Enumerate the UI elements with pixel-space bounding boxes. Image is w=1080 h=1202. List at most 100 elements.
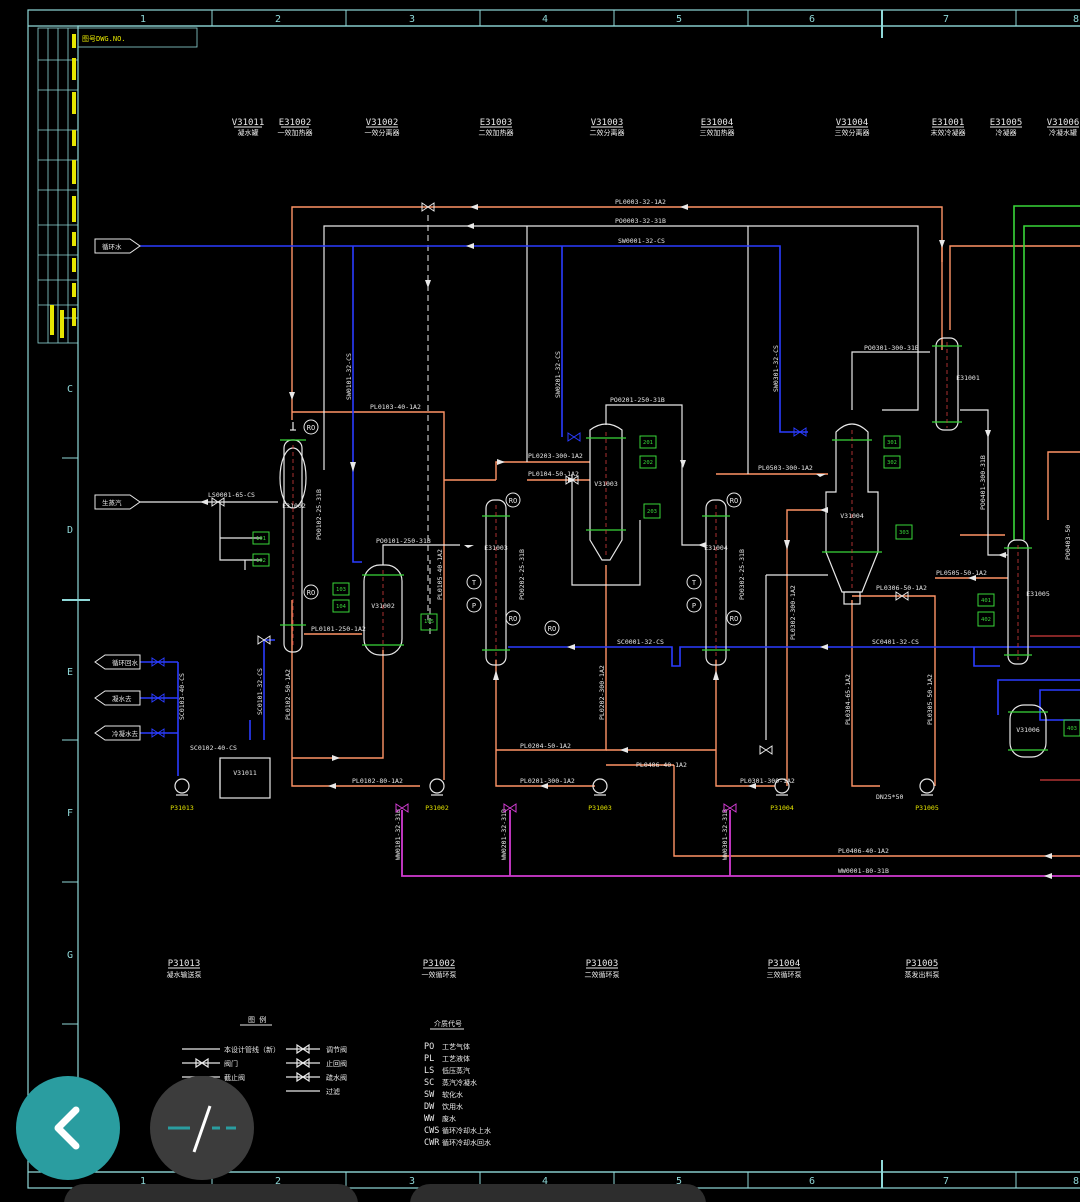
svg-text:三效循环泵: 三效循环泵: [767, 970, 802, 979]
line-label: PL0203-300-1A2: [528, 452, 583, 460]
legend-item: 调节阀: [326, 1045, 347, 1054]
svg-text:P: P: [692, 602, 696, 610]
pump-symbol: [919, 778, 935, 796]
col-label-top: 2: [275, 14, 281, 25]
instrument-circles: [303, 419, 742, 636]
off-page-labels: 循环水 生蒸汽 循环回水 凝水去 冷凝水去: [102, 242, 139, 738]
bottom-panel-left[interactable]: [64, 1184, 358, 1202]
instrument-boxes: [252, 435, 1080, 737]
medium-desc: 工艺气体: [442, 1042, 470, 1051]
line-label: SW0101-32-CS: [345, 353, 353, 400]
svg-text:RO: RO: [307, 424, 315, 432]
pump-symbol: [429, 778, 445, 796]
title-block-strip: [37, 27, 198, 344]
line-tool-button[interactable]: [150, 1076, 254, 1180]
line-label: PO0003-32-31B: [615, 217, 666, 225]
pipes-red: [1030, 635, 1080, 781]
svg-text:P31013: P31013: [168, 959, 201, 969]
line-label: PO0202-25-31B: [518, 549, 526, 600]
line-label: PL0104-50-1A2: [528, 470, 579, 478]
svg-text:E31003: E31003: [484, 544, 508, 552]
condenser-e31005: [1007, 539, 1029, 665]
line-label: PO0301-300-31B: [864, 344, 919, 352]
svg-text:循环回水: 循环回水: [112, 658, 139, 667]
svg-text:循环水: 循环水: [102, 242, 122, 251]
svg-text:V31002: V31002: [366, 118, 399, 128]
tank-v31011: [219, 757, 271, 799]
row-labels: C D E F G: [67, 384, 73, 961]
line-labels: PL0003-32-1A2 PO0003-32-31B SW0001-32-CS…: [190, 198, 987, 875]
svg-text:V31003: V31003: [594, 480, 618, 488]
svg-text:RO: RO: [509, 497, 517, 505]
line-label: PO0201-250-31B: [610, 396, 665, 404]
pumps: [174, 778, 935, 796]
chevron-left-icon: [54, 1106, 80, 1150]
line-label: DN25*50: [876, 793, 903, 801]
col-label-top: 3: [409, 14, 415, 25]
svg-text:T: T: [692, 579, 697, 587]
pipes-blue: [140, 245, 1080, 776]
svg-text:P31003: P31003: [588, 804, 612, 812]
svg-text:P31013: P31013: [170, 804, 194, 812]
svg-text:203: 203: [647, 509, 657, 515]
col-label-top: 5: [676, 14, 682, 25]
instrument-box-labels: 101 102 103 104 105 201 202 203 301 302 …: [256, 440, 1077, 732]
medium-desc: 循环冷却水回水: [442, 1138, 491, 1147]
col-label-bottom: 1: [140, 1176, 146, 1187]
frame-ticks: [62, 10, 1017, 1188]
row-label: G: [67, 950, 73, 961]
line-label: PO0401-300-31B: [979, 455, 987, 510]
svg-text:P31005: P31005: [906, 959, 939, 969]
line-label: WW0301-32-31B: [721, 809, 729, 860]
svg-text:E31002: E31002: [279, 118, 312, 128]
col-label-top: 7: [943, 14, 949, 25]
svg-text:E31001: E31001: [932, 118, 965, 128]
pipes-green: [1013, 205, 1080, 540]
svg-text:V31002: V31002: [371, 602, 395, 610]
bottom-panel-right[interactable]: [410, 1184, 706, 1202]
medium-code-title: 介质代号: [434, 1019, 462, 1028]
medium-desc: 蒸汽冷凝水: [442, 1078, 477, 1087]
medium-code: LS: [424, 1066, 434, 1076]
col-label-bottom: 3: [409, 1176, 415, 1187]
medium-code: CWS: [424, 1126, 439, 1136]
svg-text:二效加热器: 二效加热器: [479, 128, 514, 137]
svg-text:302: 302: [887, 460, 897, 466]
svg-text:P31002: P31002: [425, 804, 449, 812]
svg-text:V31004: V31004: [840, 512, 864, 520]
medium-desc: 饮用水: [442, 1102, 463, 1111]
dash-slash-icon: [168, 1105, 236, 1153]
valves: [211, 202, 909, 755]
condenser-e31001: [935, 337, 959, 431]
connector-in: [94, 238, 141, 254]
svg-text:一效加热器: 一效加热器: [278, 128, 313, 137]
line-label: PL0503-300-1A2: [758, 464, 813, 472]
medium-code: DW: [424, 1102, 435, 1112]
medium-desc: 废水: [442, 1114, 456, 1123]
magenta-valves: [395, 803, 737, 813]
back-button[interactable]: [16, 1076, 120, 1180]
line-label: PL0406-40-1A2: [838, 847, 889, 855]
svg-text:RO: RO: [730, 615, 738, 623]
line-label: WW0101-32-31B: [394, 809, 402, 860]
line-label: SW0001-32-CS: [618, 237, 665, 245]
line-label: PL0202-300-1A2: [598, 665, 606, 720]
line-label: SC0401-32-CS: [872, 638, 919, 646]
line-label: PO0102-25-31B: [315, 489, 323, 540]
svg-text:凝水罐: 凝水罐: [238, 128, 259, 137]
svg-text:P31003: P31003: [586, 959, 619, 969]
connector-out: [94, 725, 141, 741]
svg-text:二效循环泵: 二效循环泵: [585, 970, 620, 979]
medium-code: CWR: [424, 1138, 440, 1148]
svg-text:T: T: [472, 579, 477, 587]
svg-text:401: 401: [981, 598, 991, 604]
row-label: D: [67, 525, 73, 536]
